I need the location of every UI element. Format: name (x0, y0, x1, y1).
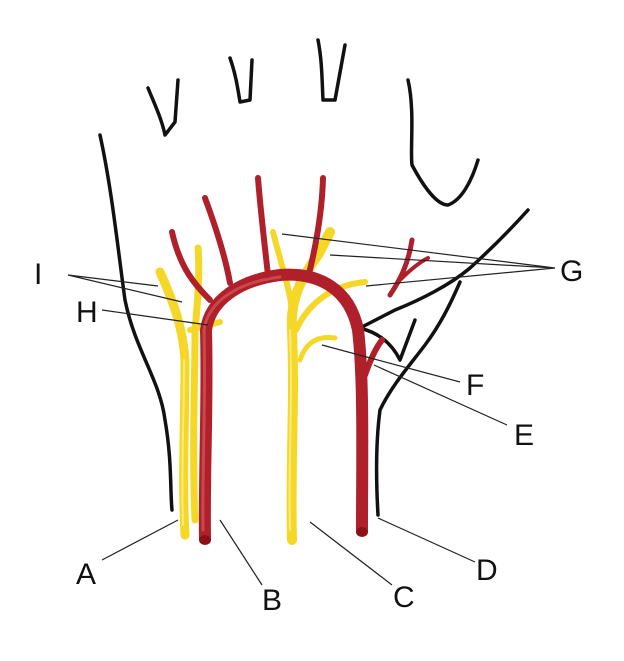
arteries (169, 175, 430, 545)
label-a: A (76, 558, 96, 591)
label-e: E (514, 419, 534, 452)
label-g: G (560, 255, 583, 288)
label-d: D (476, 554, 498, 587)
label-h: H (76, 296, 98, 329)
label-b: B (262, 584, 282, 617)
label-f: F (466, 369, 484, 402)
label-c: C (393, 581, 415, 614)
leader-lines (67, 233, 556, 586)
hand-outline (98, 38, 530, 517)
label-i: I (34, 258, 42, 291)
